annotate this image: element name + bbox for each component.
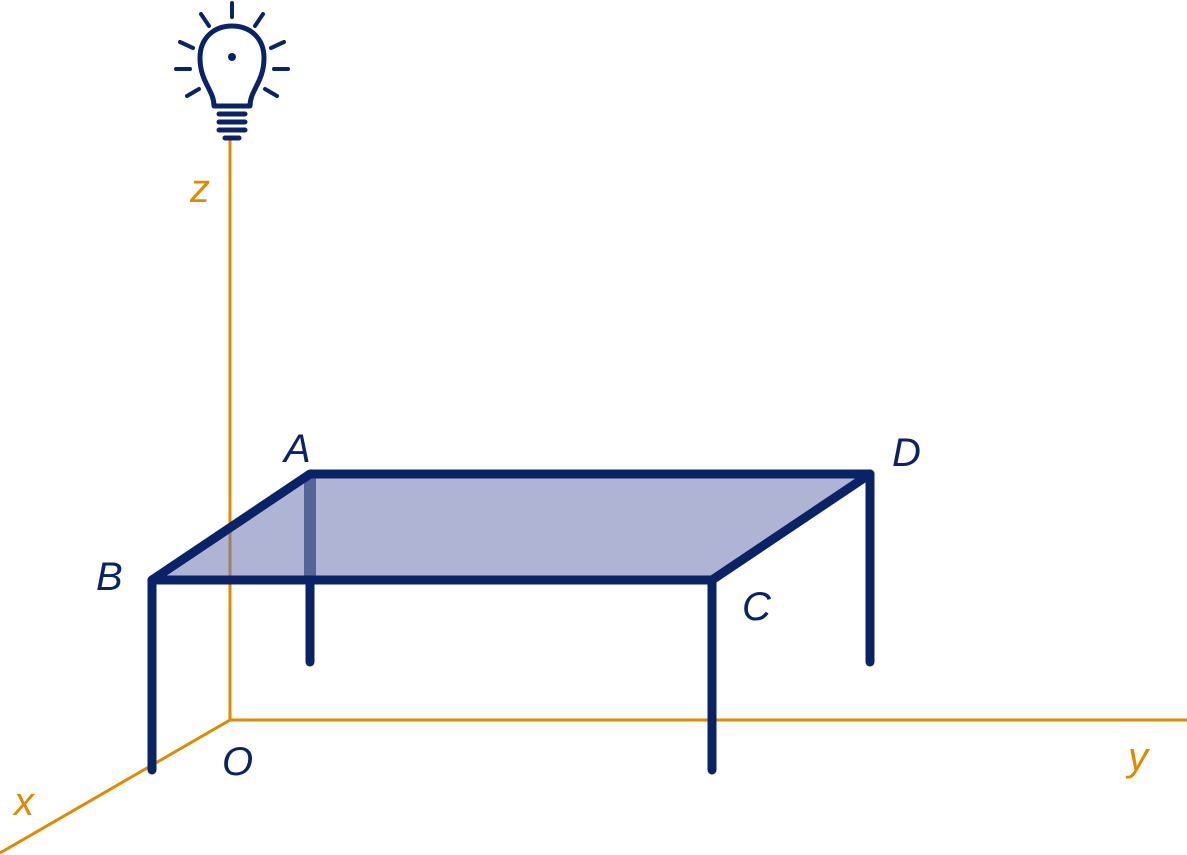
light-bulb-icon xyxy=(174,1,290,141)
point-d-label: D xyxy=(892,431,921,475)
table-frame xyxy=(147,469,875,775)
origin-label: O xyxy=(222,740,253,784)
point-c-label: C xyxy=(742,585,772,629)
y-axis-label: y xyxy=(1125,735,1151,779)
table-top xyxy=(152,474,870,580)
z-axis-label: z xyxy=(189,167,210,211)
x-axis-label: x xyxy=(12,780,36,824)
x-axis xyxy=(0,718,231,855)
point-b-label: B xyxy=(96,555,123,599)
point-a-label: A xyxy=(282,427,311,471)
